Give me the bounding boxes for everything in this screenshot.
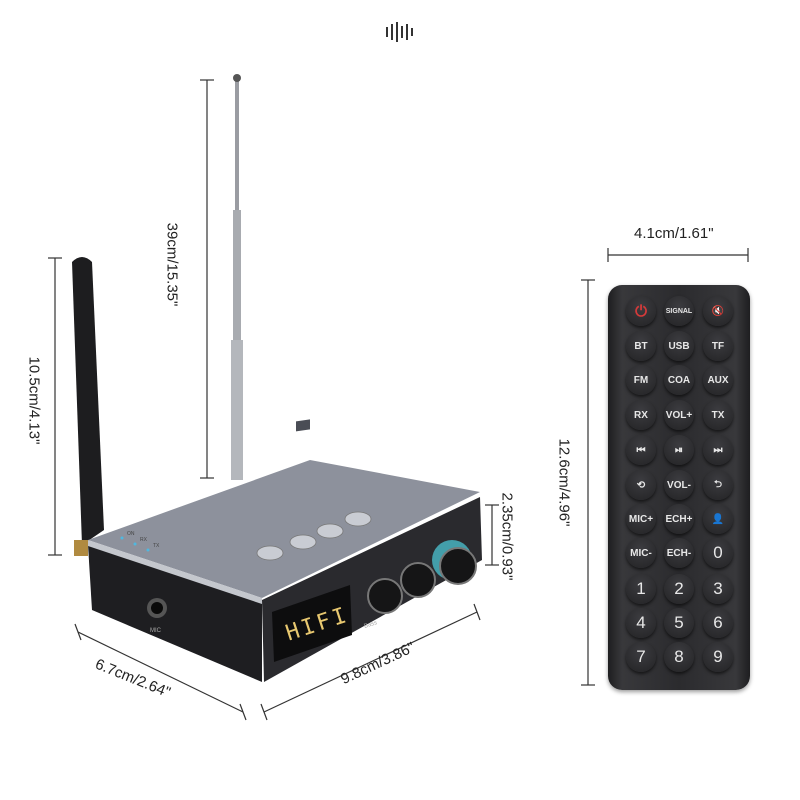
remote-button-play-pause[interactable]: ⏯ (664, 435, 694, 465)
remote-button-4[interactable]: 4 (626, 608, 656, 638)
remote-button-mic-plus[interactable]: MIC+ (626, 504, 656, 534)
dimension-lines (48, 79, 749, 721)
remote-button-3[interactable]: 3 (703, 574, 733, 604)
remote-button-rx[interactable]: RX (626, 400, 656, 430)
rod-antenna-dimension: 39cm/15.35" (163, 222, 181, 307)
remote-button-7[interactable]: 7 (626, 642, 656, 672)
remote-button-loop[interactable]: ⮌ (703, 470, 733, 500)
remote-width-dimension: 4.1cm/1.61" (634, 225, 714, 242)
remote-button-fm[interactable]: FM (626, 365, 656, 395)
loop-icon: ⮌ (713, 478, 722, 490)
vocal-cancel-icon: 👤 (711, 513, 725, 525)
mic-jack-label: MIC (150, 628, 161, 634)
indicator-tx: TX (153, 543, 160, 549)
remote-button-repeat[interactable]: ⟲ (626, 470, 656, 500)
remote-button-vol-plus[interactable]: VOL+ (664, 400, 694, 430)
remote-button-tx[interactable]: TX (703, 400, 733, 430)
repeat-icon: ⟲ (636, 479, 646, 491)
remote-button-power[interactable]: ⏻ (626, 296, 656, 326)
remote-button-tf[interactable]: TF (703, 331, 733, 361)
remote-button-coa[interactable]: COA (664, 365, 694, 395)
remote-button-1[interactable]: 1 (626, 574, 656, 604)
remote-button-6[interactable]: 6 (703, 608, 733, 638)
remote-button-2[interactable]: 2 (664, 574, 694, 604)
remote-button-micminus[interactable]: MIC- (626, 538, 656, 568)
remote-button-vocal-cancel[interactable]: 👤 (703, 504, 733, 534)
remote-button-mute[interactable]: 🔇 (703, 296, 733, 326)
remote-button-bt[interactable]: BT (626, 331, 656, 361)
prev-icon: ⏮ (636, 444, 646, 456)
power-icon: ⏻ (635, 302, 647, 320)
bt-antenna-dimension: 10.5cm/4.13" (25, 356, 43, 445)
receiver-device (88, 419, 482, 682)
play-pause-icon: ⏯ (675, 444, 683, 456)
remote-button-8[interactable]: 8 (664, 642, 694, 672)
remote-length-dimension: 12.6cm/4.96" (555, 438, 573, 527)
remote-button-prev[interactable]: ⏮ (626, 435, 656, 465)
next-icon: ⏭ (713, 444, 723, 456)
remote-button-echminus[interactable]: ECH- (664, 538, 694, 568)
remote-button-5[interactable]: 5 (664, 608, 694, 638)
remote-button-signal[interactable]: SIGNAL (664, 296, 694, 326)
remote-button-usb[interactable]: USB (664, 331, 694, 361)
remote-button-aux[interactable]: AUX (703, 365, 733, 395)
bluetooth-antenna (72, 257, 104, 556)
indicator-rx: RX (140, 537, 147, 543)
telescopic-antenna (231, 74, 243, 480)
remote-button-ech-plus[interactable]: ECH+ (664, 504, 694, 534)
remote-button-next[interactable]: ⏭ (703, 435, 733, 465)
sound-wave-logo (386, 22, 413, 42)
indicator-on: ON (127, 531, 135, 537)
remote-button-0[interactable]: 0 (703, 538, 733, 568)
remote-button-volminus[interactable]: VOL- (664, 470, 694, 500)
mute-icon: 🔇 (711, 305, 725, 317)
remote-button-9[interactable]: 9 (703, 642, 733, 672)
height-dimension: 2.35cm/0.93" (498, 492, 516, 581)
